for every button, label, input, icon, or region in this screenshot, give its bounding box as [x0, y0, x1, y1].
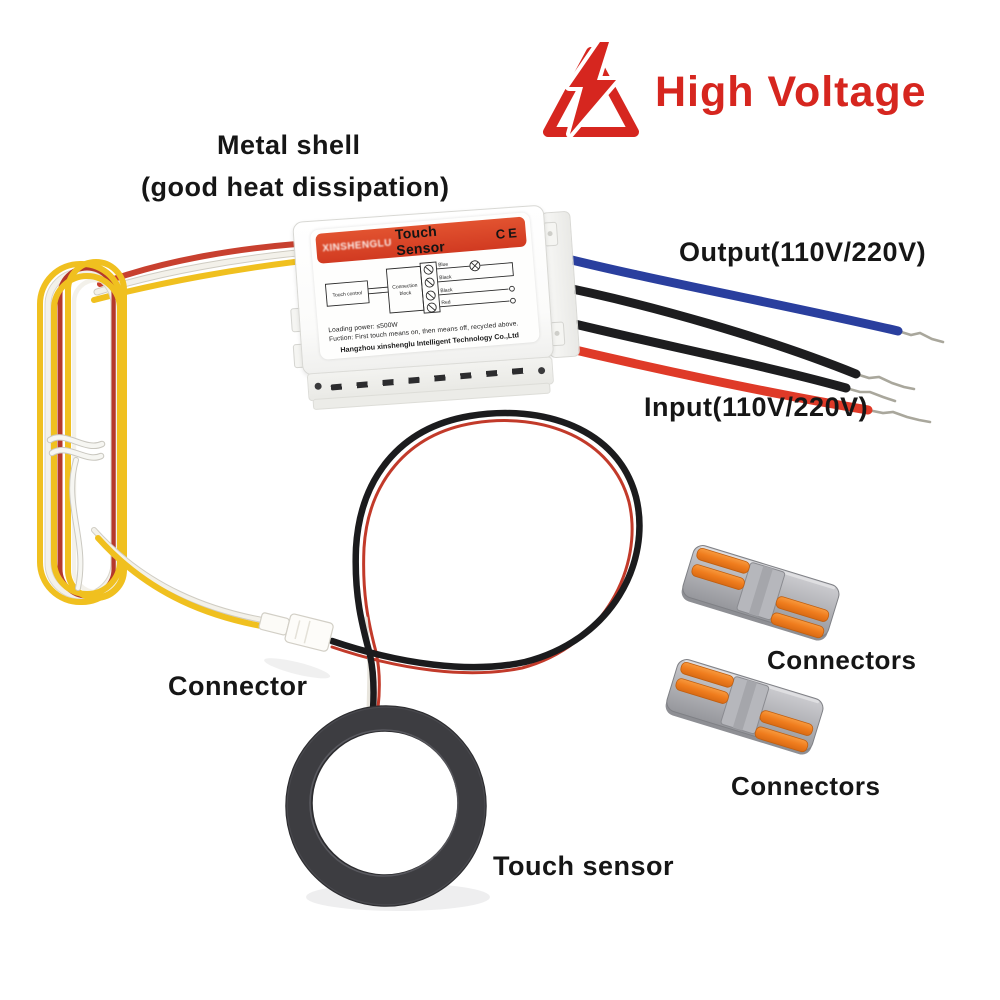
brand-name: XINSHENGLU	[321, 237, 393, 254]
input-wire-black	[545, 313, 851, 393]
touch-sensor-label: Touch sensor	[493, 851, 675, 881]
input-label: Input(110V/220V)	[644, 392, 869, 422]
diagram-wire-label-blue: Blue	[438, 261, 449, 268]
connector-label: Connector	[168, 671, 308, 701]
diagram-wire-label-black2: Black	[440, 287, 453, 294]
twist-tie	[46, 434, 106, 591]
connector-levers	[675, 661, 814, 753]
stripped-wire-tips	[844, 329, 945, 424]
metal-shell-label-line1: Metal shell	[217, 130, 361, 160]
sensor-wire-loop	[328, 409, 643, 714]
output-input-wires	[543, 249, 945, 424]
wire-coil	[37, 259, 127, 605]
screw-hole	[537, 366, 546, 375]
lever-connector-1	[681, 545, 840, 641]
device-label-sticker: XINSHENGLU Touch Sensor CE	[309, 212, 540, 360]
lever-connector-2	[665, 659, 824, 755]
high-voltage-icon	[543, 42, 639, 138]
diagram-box-touch-control: Touch control	[332, 290, 362, 298]
ce-mark: CE	[495, 224, 521, 242]
coil-to-connector-wires	[91, 527, 275, 631]
output-wire-blue	[543, 249, 903, 336]
diagram-wire-label-black1: Black	[439, 274, 452, 281]
wiring-diagram: Touch control Connection block Blue Blac…	[324, 260, 516, 314]
metal-shell-label-line2: (good heat dissipation)	[141, 172, 450, 202]
connector-levers	[691, 547, 830, 639]
connectors-label-top: Connectors	[767, 645, 917, 675]
input-wire-red	[545, 339, 873, 415]
output-wire-black	[543, 279, 861, 379]
inline-connector-plug	[258, 612, 334, 679]
high-voltage-label: High Voltage	[655, 68, 927, 116]
screw-hole	[314, 382, 322, 390]
output-label: Output(110V/220V)	[679, 237, 927, 267]
touch-sensor-ring	[285, 705, 490, 911]
product-name: Touch Sensor	[394, 222, 446, 259]
diagram-wire-label-red: Red	[441, 299, 451, 306]
diagram-box-connection: Connection	[392, 283, 418, 291]
touch-sensor-module: XINSHENGLU Touch Sensor CE	[290, 192, 588, 411]
diagram-box-connection: block	[399, 290, 412, 297]
connectors-label-bottom: Connectors	[731, 771, 881, 801]
